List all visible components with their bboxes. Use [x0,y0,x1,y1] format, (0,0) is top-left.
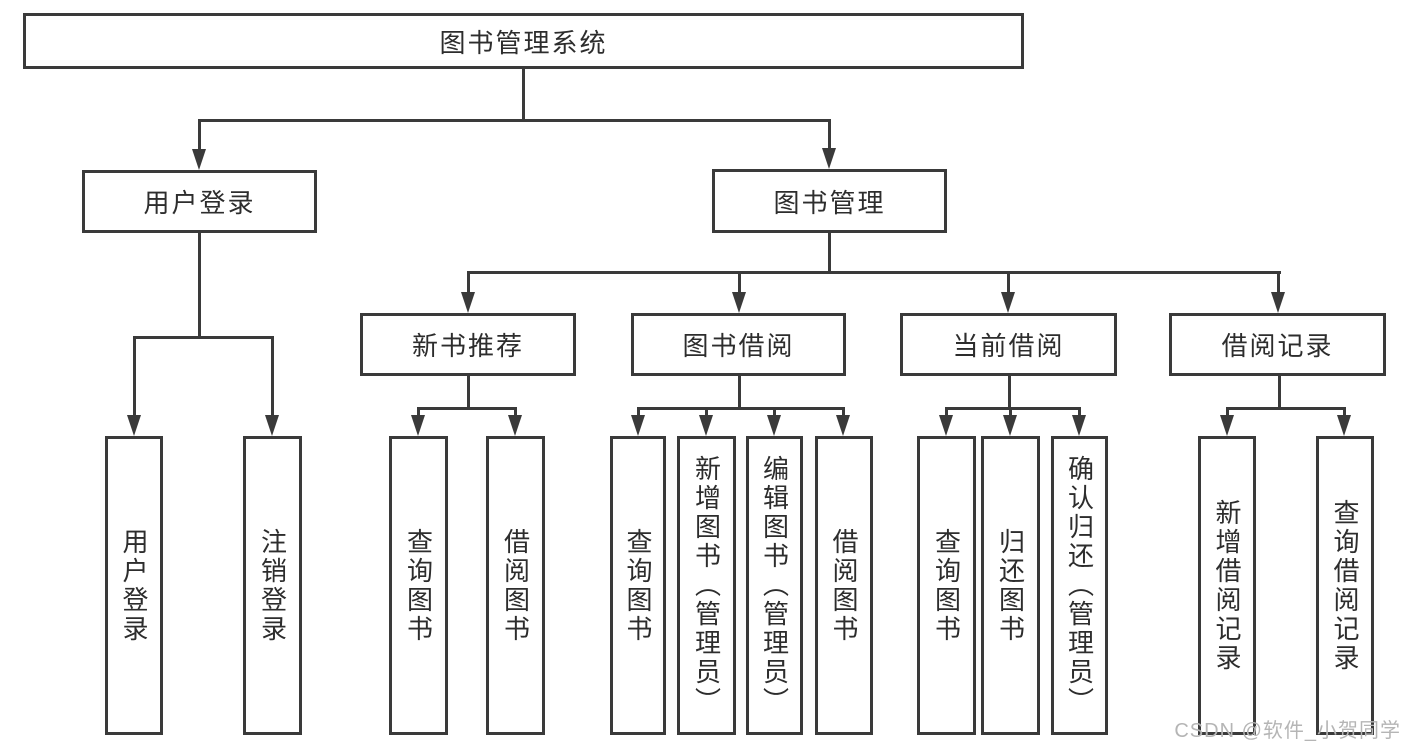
arrow-down-icon [732,292,746,313]
connector-line [773,407,776,421]
connector-line [1226,407,1229,421]
connector-line [467,376,470,410]
leaf-add-books-admin: 新增图书（管理员） [677,436,736,735]
csdn-watermark: CSDN @软件_小贺同学 [1174,720,1401,742]
connector-line [271,336,274,421]
connector-line [842,407,845,421]
connector-line [198,233,201,338]
connector-line [467,271,1281,274]
leaf-label: 确认归还（管理员） [1064,455,1095,716]
connector-line [945,407,1081,410]
node-root-system: 图书管理系统 [23,13,1024,69]
leaf-label: 编辑图书（管理员） [759,455,790,716]
node-label: 图书管理系统 [439,27,608,58]
node-book-management: 图书管理 [712,169,947,233]
arrow-down-icon [411,415,425,436]
leaf-query-books-borrow: 查询图书 [610,436,666,735]
leaf-edit-books-admin: 编辑图书（管理员） [746,436,803,735]
arrow-down-icon [631,415,645,436]
node-label: 图书管理 [773,187,886,218]
leaf-label: 查询图书 [623,527,653,644]
leaf-label: 查询图书 [931,527,962,644]
arrow-down-icon [1220,415,1234,436]
connector-line [738,271,741,299]
leaf-label: 新增图书（管理员） [691,455,722,716]
arrow-down-icon [1072,415,1086,436]
leaf-confirm-return-admin: 确认归还（管理员） [1051,436,1108,735]
connector-line [828,233,831,273]
connector-line [738,376,741,410]
arrow-down-icon [127,415,141,436]
leaf-logout: 注销登录 [243,436,302,735]
leaf-borrow-books-recommend: 借阅图书 [486,436,545,735]
node-label: 借阅记录 [1221,331,1334,361]
arrow-down-icon [699,415,713,436]
connector-line [467,271,470,299]
connector-line [1343,407,1346,421]
connector-line [198,119,831,122]
leaf-return-books: 归还图书 [981,436,1040,735]
node-new-book-recommend: 新书推荐 [360,313,576,376]
connector-line [705,407,708,421]
arrow-down-icon [192,149,206,170]
leaf-query-books-recommend: 查询图书 [389,436,448,735]
leaf-label: 借阅图书 [500,527,531,644]
node-book-borrow: 图书借阅 [631,313,846,376]
connector-line [198,119,201,156]
node-current-borrow: 当前借阅 [900,313,1117,376]
leaf-user-login: 用户登录 [105,436,163,735]
connector-line [417,407,420,421]
leaf-borrow-books: 借阅图书 [815,436,873,735]
connector-line [417,407,517,410]
node-label: 当前借阅 [952,331,1065,361]
node-label: 用户登录 [143,188,256,218]
connector-line [1009,407,1012,421]
leaf-add-borrow-record: 新增借阅记录 [1198,436,1256,735]
leaf-label: 用户登录 [119,527,149,644]
node-user-login: 用户登录 [82,170,317,233]
leaf-label: 新增借阅记录 [1212,498,1242,673]
connector-line [637,407,640,421]
arrow-down-icon [1271,292,1285,313]
connector-line [1277,271,1280,299]
leaf-label: 借阅图书 [829,527,859,644]
connector-line [1226,407,1346,410]
connector-line [522,69,525,122]
arrow-down-icon [939,415,953,436]
leaf-label: 查询图书 [403,527,434,644]
connector-line [1078,407,1081,421]
arrow-down-icon [1001,292,1015,313]
leaf-query-borrow-record: 查询借阅记录 [1316,436,1374,735]
connector-line [514,407,517,421]
node-borrow-records: 借阅记录 [1169,313,1386,376]
connector-line [1007,271,1010,299]
arrow-down-icon [1337,415,1351,436]
arrow-down-icon [836,415,850,436]
connector-line [1278,376,1281,410]
arrow-down-icon [767,415,781,436]
arrow-down-icon [508,415,522,436]
arrow-down-icon [265,415,279,436]
connector-line [637,407,845,410]
node-label: 新书推荐 [411,331,524,361]
connector-line [945,407,948,421]
arrow-down-icon [1003,415,1017,436]
node-label: 图书借阅 [682,331,795,361]
leaf-query-books-current: 查询图书 [917,436,976,735]
connector-line [133,336,136,421]
connector-line [828,119,831,155]
connector-line [1008,376,1011,410]
leaf-label: 注销登录 [257,527,288,644]
leaf-label: 归还图书 [995,527,1026,644]
arrow-down-icon [461,292,475,313]
arrow-down-icon [822,148,836,169]
leaf-label: 查询借阅记录 [1330,498,1360,673]
connector-line [133,336,274,339]
